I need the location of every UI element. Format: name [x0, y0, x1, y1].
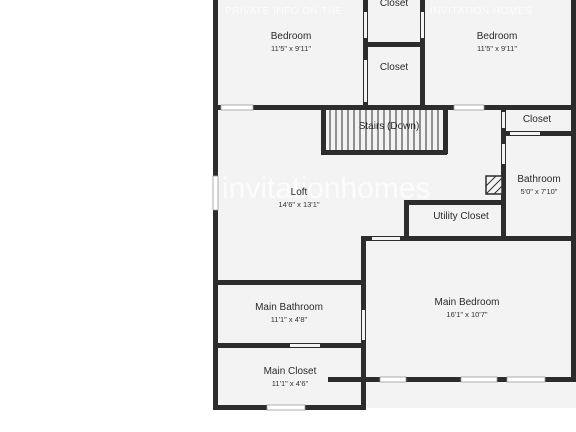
room-dimensions: 11'1" x 4'8" [270, 314, 308, 324]
room-name: Closet [379, 0, 409, 9]
room-dimensions: 14'6" x 13'1" [278, 199, 320, 209]
room-name: Main Bedroom [434, 297, 500, 308]
room-main-bathroom: Main Bathroom 11'1" x 4'8" [255, 302, 323, 324]
room-dimensions: 11'1" x 4'6" [271, 378, 309, 388]
watermark-text-right: INVITATION HOMES [430, 6, 533, 17]
door-openings [290, 12, 540, 347]
room-name: Closet [522, 114, 552, 125]
room-name: Bedroom [270, 31, 312, 42]
room-main-closet: Main Closet 11'1" x 4'6" [264, 366, 317, 388]
room-name: Closet [379, 62, 409, 73]
room-dimensions: 11'5" x 9'11" [476, 43, 518, 53]
room-bedroom-left: Bedroom 11'5" x 9'11" [271, 31, 312, 53]
room-dimensions: 11'5" x 9'11" [270, 43, 312, 53]
room-closet-mid: Closet [380, 62, 408, 75]
watermark-logo: invitationhomes [222, 172, 431, 205]
room-closet-right: Closet [523, 114, 551, 127]
room-name: Main Closet [263, 366, 317, 377]
room-dimensions: 16'1" x 10'7" [446, 309, 488, 319]
room-loft: Loft 14'6" x 13'1" [278, 187, 319, 209]
room-name: Stairs (Down) [358, 121, 420, 132]
room-main-bedroom: Main Bedroom 16'1" x 10'7" [434, 297, 499, 319]
stair-treads [329, 110, 439, 150]
room-bedroom-right: Bedroom 11'5" x 9'11" [477, 31, 518, 53]
water-heater-icon [485, 175, 503, 195]
watermark-text-left: PRIVATE INFO ON THE [225, 6, 343, 17]
room-stairs: Stairs (Down) [359, 121, 420, 134]
room-bathroom: Bathroom 5'0" x 7'10" [517, 174, 560, 196]
room-name: Bathroom [517, 174, 561, 185]
room-utility-closet: Utility Closet [433, 211, 489, 224]
room-name: Bedroom [476, 31, 518, 42]
windows [212, 104, 546, 411]
room-name: Utility Closet [433, 211, 489, 222]
floor-area [216, 0, 576, 408]
room-name: Main Bathroom [255, 302, 323, 313]
room-name: Loft [290, 187, 308, 198]
room-closet-top: Closet [380, 0, 408, 11]
room-dimensions: 5'0" x 7'10" [520, 186, 558, 196]
